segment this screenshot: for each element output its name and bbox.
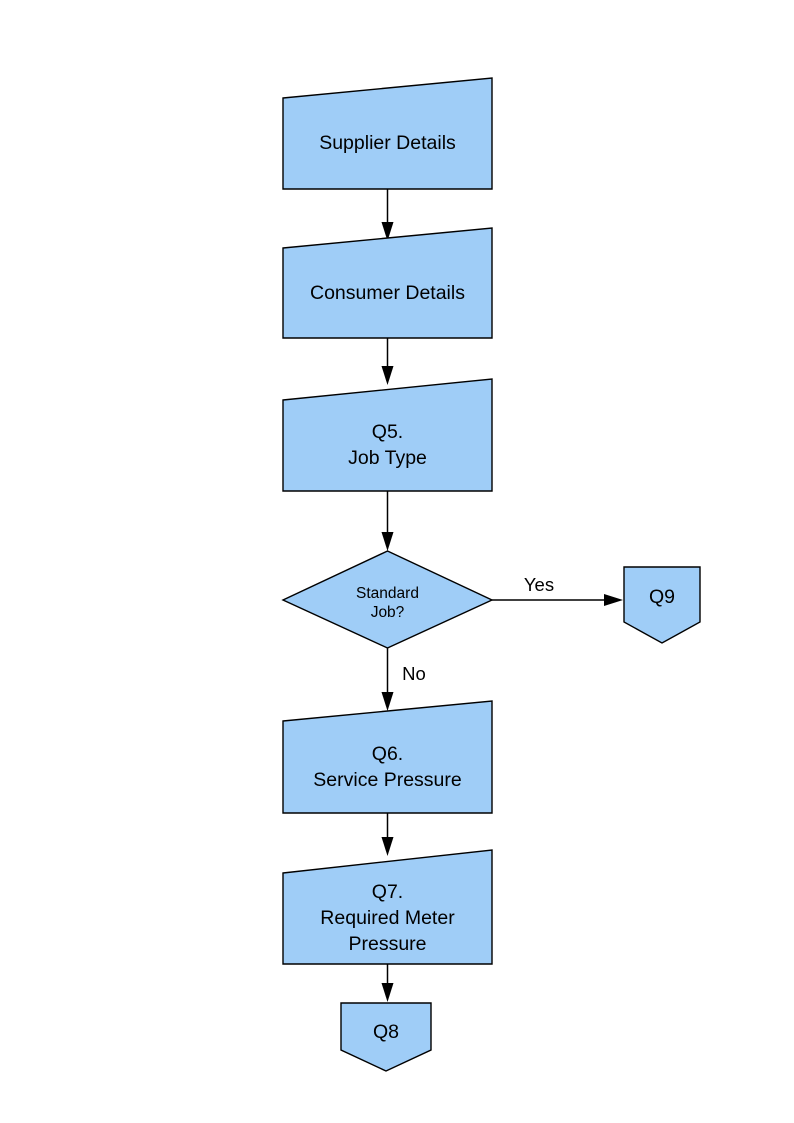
connector-supplier-to-consumer — [381, 189, 394, 241]
node-q6-service-pressure[interactable]: Q6. Service Pressure — [282, 700, 493, 814]
arrowhead-icon — [381, 692, 394, 711]
connector-q7-to-q8 — [381, 964, 394, 1002]
node-label: Q9 — [649, 586, 675, 608]
connector-decision-to-q6 — [381, 648, 394, 711]
connector-decision-to-q9 — [492, 594, 623, 606]
arrowhead-icon — [381, 222, 394, 241]
node-label-line1: Q6. — [372, 743, 403, 765]
arrowhead-icon — [604, 594, 623, 606]
node-standard-job-decision[interactable]: Standard Job? — [281, 550, 494, 649]
node-consumer-details[interactable]: Consumer Details — [282, 227, 493, 339]
manual-input-shape[interactable] — [282, 849, 493, 965]
node-label-line2: Required Meter — [320, 907, 455, 929]
node-label-line1: Standard — [356, 585, 419, 602]
pentagon-down-shape[interactable] — [623, 566, 701, 644]
edge-label-no: No — [402, 663, 426, 684]
node-label-line2: Job? — [371, 604, 405, 621]
node-label-line3: Pressure — [348, 933, 426, 955]
node-label-line1: Q5. — [372, 421, 403, 443]
node-label-line2: Job Type — [348, 447, 427, 469]
node-label: Q8 — [373, 1021, 399, 1043]
pentagon-down-shape[interactable] — [340, 1002, 432, 1072]
node-q5-job-type[interactable]: Q5. Job Type — [282, 378, 493, 492]
node-q7-required-meter-pressure[interactable]: Q7. Required Meter Pressure — [282, 849, 493, 965]
manual-input-shape[interactable] — [282, 700, 493, 814]
decision-diamond-shape[interactable] — [281, 550, 494, 649]
node-supplier-details[interactable]: Supplier Details — [282, 77, 493, 190]
node-label: Supplier Details — [319, 132, 456, 154]
arrowhead-icon — [381, 532, 394, 551]
connector-consumer-to-q5 — [381, 338, 394, 385]
edge-label-yes: Yes — [524, 574, 554, 595]
manual-input-shape[interactable] — [282, 227, 493, 339]
arrowhead-icon — [381, 837, 394, 856]
node-label: Consumer Details — [310, 282, 465, 304]
arrowhead-icon — [381, 366, 394, 385]
node-q8[interactable]: Q8 — [340, 1002, 432, 1072]
connector-q5-to-decision — [381, 491, 394, 551]
node-q9[interactable]: Q9 — [623, 566, 701, 644]
arrowhead-icon — [381, 983, 394, 1002]
connector-q6-to-q7 — [381, 813, 394, 856]
manual-input-shape[interactable] — [282, 77, 493, 190]
node-label-line2: Service Pressure — [313, 769, 461, 791]
node-label-line1: Q7. — [372, 881, 403, 903]
manual-input-shape[interactable] — [282, 378, 493, 492]
